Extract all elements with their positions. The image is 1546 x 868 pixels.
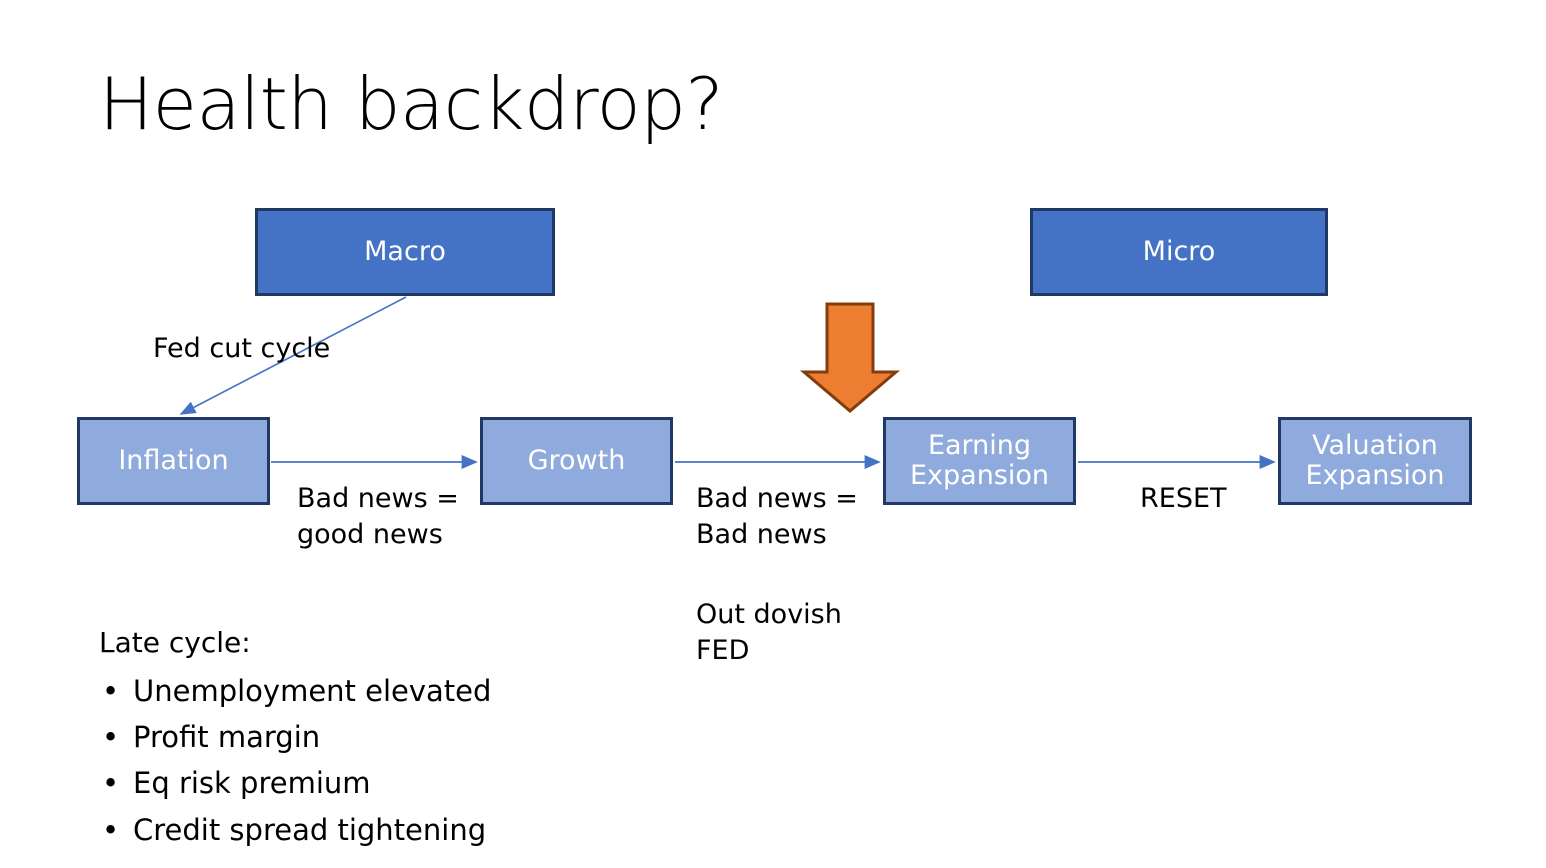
bullet-icon: • xyxy=(102,719,120,754)
node-valuation-expansion[interactable]: Valuation Expansion xyxy=(1278,417,1472,505)
label-fed-cut-cycle: Fed cut cycle xyxy=(153,333,331,364)
list-item-label: Credit spread tightening xyxy=(133,812,487,847)
list-item: • Credit spread tightening xyxy=(99,807,719,853)
node-earning-expansion-label: Earning Expansion xyxy=(909,429,1050,491)
label-out-dovish-fed: Out dovish FED xyxy=(696,599,842,666)
late-cycle-block: Late cycle: • Unemployment elevated • Pr… xyxy=(99,623,719,853)
node-micro[interactable]: Micro xyxy=(1030,208,1328,296)
bullet-icon: • xyxy=(102,766,120,801)
list-item-label: Unemployment elevated xyxy=(133,673,492,708)
list-item: • Profit margin xyxy=(99,714,719,760)
late-cycle-list: • Unemployment elevated • Profit margin … xyxy=(99,668,719,854)
list-item-label: Profit margin xyxy=(133,719,321,754)
node-macro-label: Macro xyxy=(364,235,446,267)
down-arrow-icon xyxy=(799,302,901,413)
bullet-icon: • xyxy=(102,673,120,708)
label-reset: RESET xyxy=(1140,483,1227,514)
page-title: Health backdrop? xyxy=(99,62,724,146)
list-item: • Unemployment elevated xyxy=(99,668,719,714)
node-growth[interactable]: Growth xyxy=(480,417,673,505)
late-cycle-heading: Late cycle: xyxy=(99,626,251,659)
list-item: • Eq risk premium xyxy=(99,760,719,806)
label-bad-news-good-news: Bad news = good news xyxy=(297,483,459,550)
node-inflation[interactable]: Inflation xyxy=(77,417,270,505)
node-valuation-expansion-label: Valuation Expansion xyxy=(1305,429,1445,491)
node-micro-label: Micro xyxy=(1142,235,1216,267)
node-earning-expansion[interactable]: Earning Expansion xyxy=(883,417,1076,505)
list-item-label: Eq risk premium xyxy=(133,766,371,801)
node-macro[interactable]: Macro xyxy=(255,208,555,296)
node-growth-label: Growth xyxy=(527,444,626,476)
label-bad-news-bad-news: Bad news = Bad news xyxy=(696,483,858,550)
node-inflation-label: Inflation xyxy=(118,444,229,476)
bullet-icon: • xyxy=(102,812,120,847)
